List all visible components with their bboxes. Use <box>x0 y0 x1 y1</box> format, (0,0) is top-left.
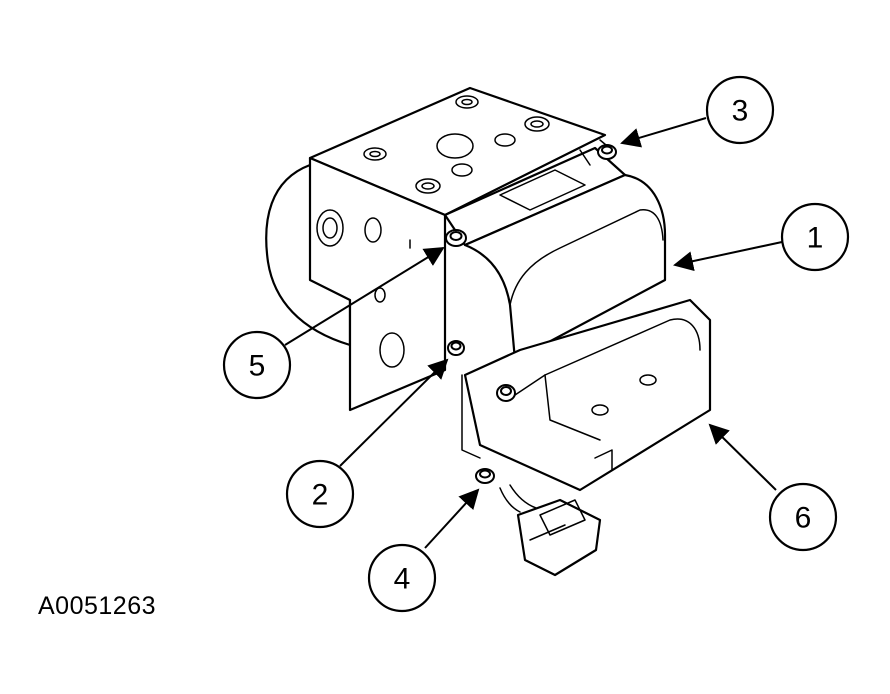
callout-2: 2 <box>285 358 449 529</box>
bolt-5 <box>445 229 467 247</box>
bolt-center <box>496 384 516 402</box>
callout-3-label: 3 <box>732 95 749 128</box>
callout-6: 6 <box>708 423 838 552</box>
callout-1: 1 <box>673 202 850 272</box>
callout-2-label: 2 <box>312 479 329 512</box>
callout-3: 3 <box>620 75 775 148</box>
figure-id: A0051263 <box>38 592 157 620</box>
bolt-4 <box>475 468 495 484</box>
callout-5-label: 5 <box>249 350 266 383</box>
control-module-cover <box>443 139 667 362</box>
pump-motor-connector-housing <box>461 298 712 492</box>
callout-1-label: 1 <box>807 222 824 255</box>
hydraulic-control-unit <box>308 86 607 412</box>
callout-4-label: 4 <box>394 563 411 596</box>
bolt-3 <box>597 144 617 160</box>
callout-5: 5 <box>222 246 445 400</box>
callout-4: 4 <box>367 488 480 613</box>
bolt-2 <box>447 340 465 356</box>
harness-connector <box>499 484 602 577</box>
callout-6-label: 6 <box>795 502 812 535</box>
